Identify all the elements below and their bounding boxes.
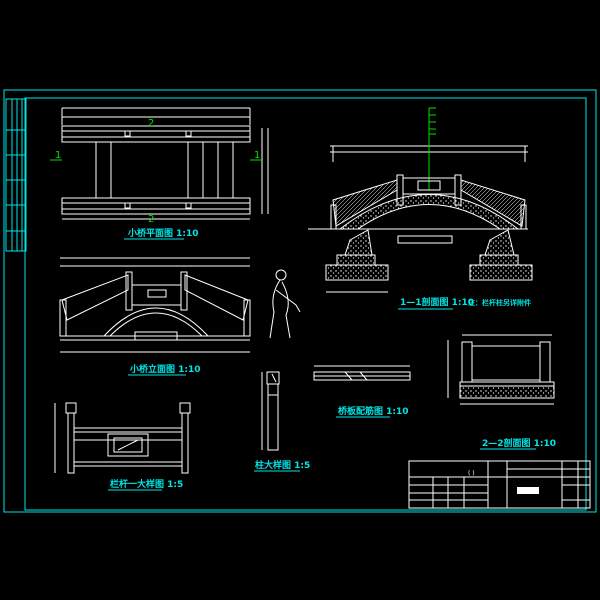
title-block-bracket: ( ) [468, 470, 475, 477]
scale-figure-person [269, 269, 301, 339]
column-detail-title: 柱大样图 1:5 [255, 459, 310, 471]
section-marker-2-top: 2 [148, 118, 154, 129]
slab-rebar-title: 桥板配筋图 1:10 [338, 405, 409, 417]
slab-rebar-view: 桥板配筋图 1:10 [313, 365, 411, 418]
section-2-2-title: 2—2剖面图 1:10 [482, 437, 556, 449]
title-block: ( ) [408, 460, 591, 509]
section-2-2-view: 2—2剖面图 1:10 [447, 334, 556, 450]
section-marker-2-bottom: 2 [148, 214, 154, 225]
column-detail-view: 柱大样图 1:5 [254, 371, 310, 472]
section-1-1-title: 1—1剖面图 1:10 [400, 296, 474, 308]
section-marker-1-left: 1 [55, 150, 61, 161]
elevation-view-title: 小桥立面图 1:10 [129, 363, 201, 375]
section-1-1-view: 1—1剖面图 1:10 注：栏杆柱另详附件 [308, 107, 533, 310]
railing-detail-view: 栏杆一大样图 1:5 [54, 402, 191, 491]
elevation-view: 小桥立面图 1:10 [59, 257, 251, 376]
note-text: 注：栏杆柱另详附件 [468, 298, 531, 307]
railing-detail-title: 栏杆一大样图 1:5 [110, 478, 183, 490]
plan-view: 2 2 1 1 小桥平面图 1:10 [50, 107, 269, 240]
plan-view-title: 小桥平面图 1:10 [127, 227, 199, 239]
section-marker-1-right: 1 [254, 150, 260, 161]
drawing-frame [3, 89, 597, 513]
